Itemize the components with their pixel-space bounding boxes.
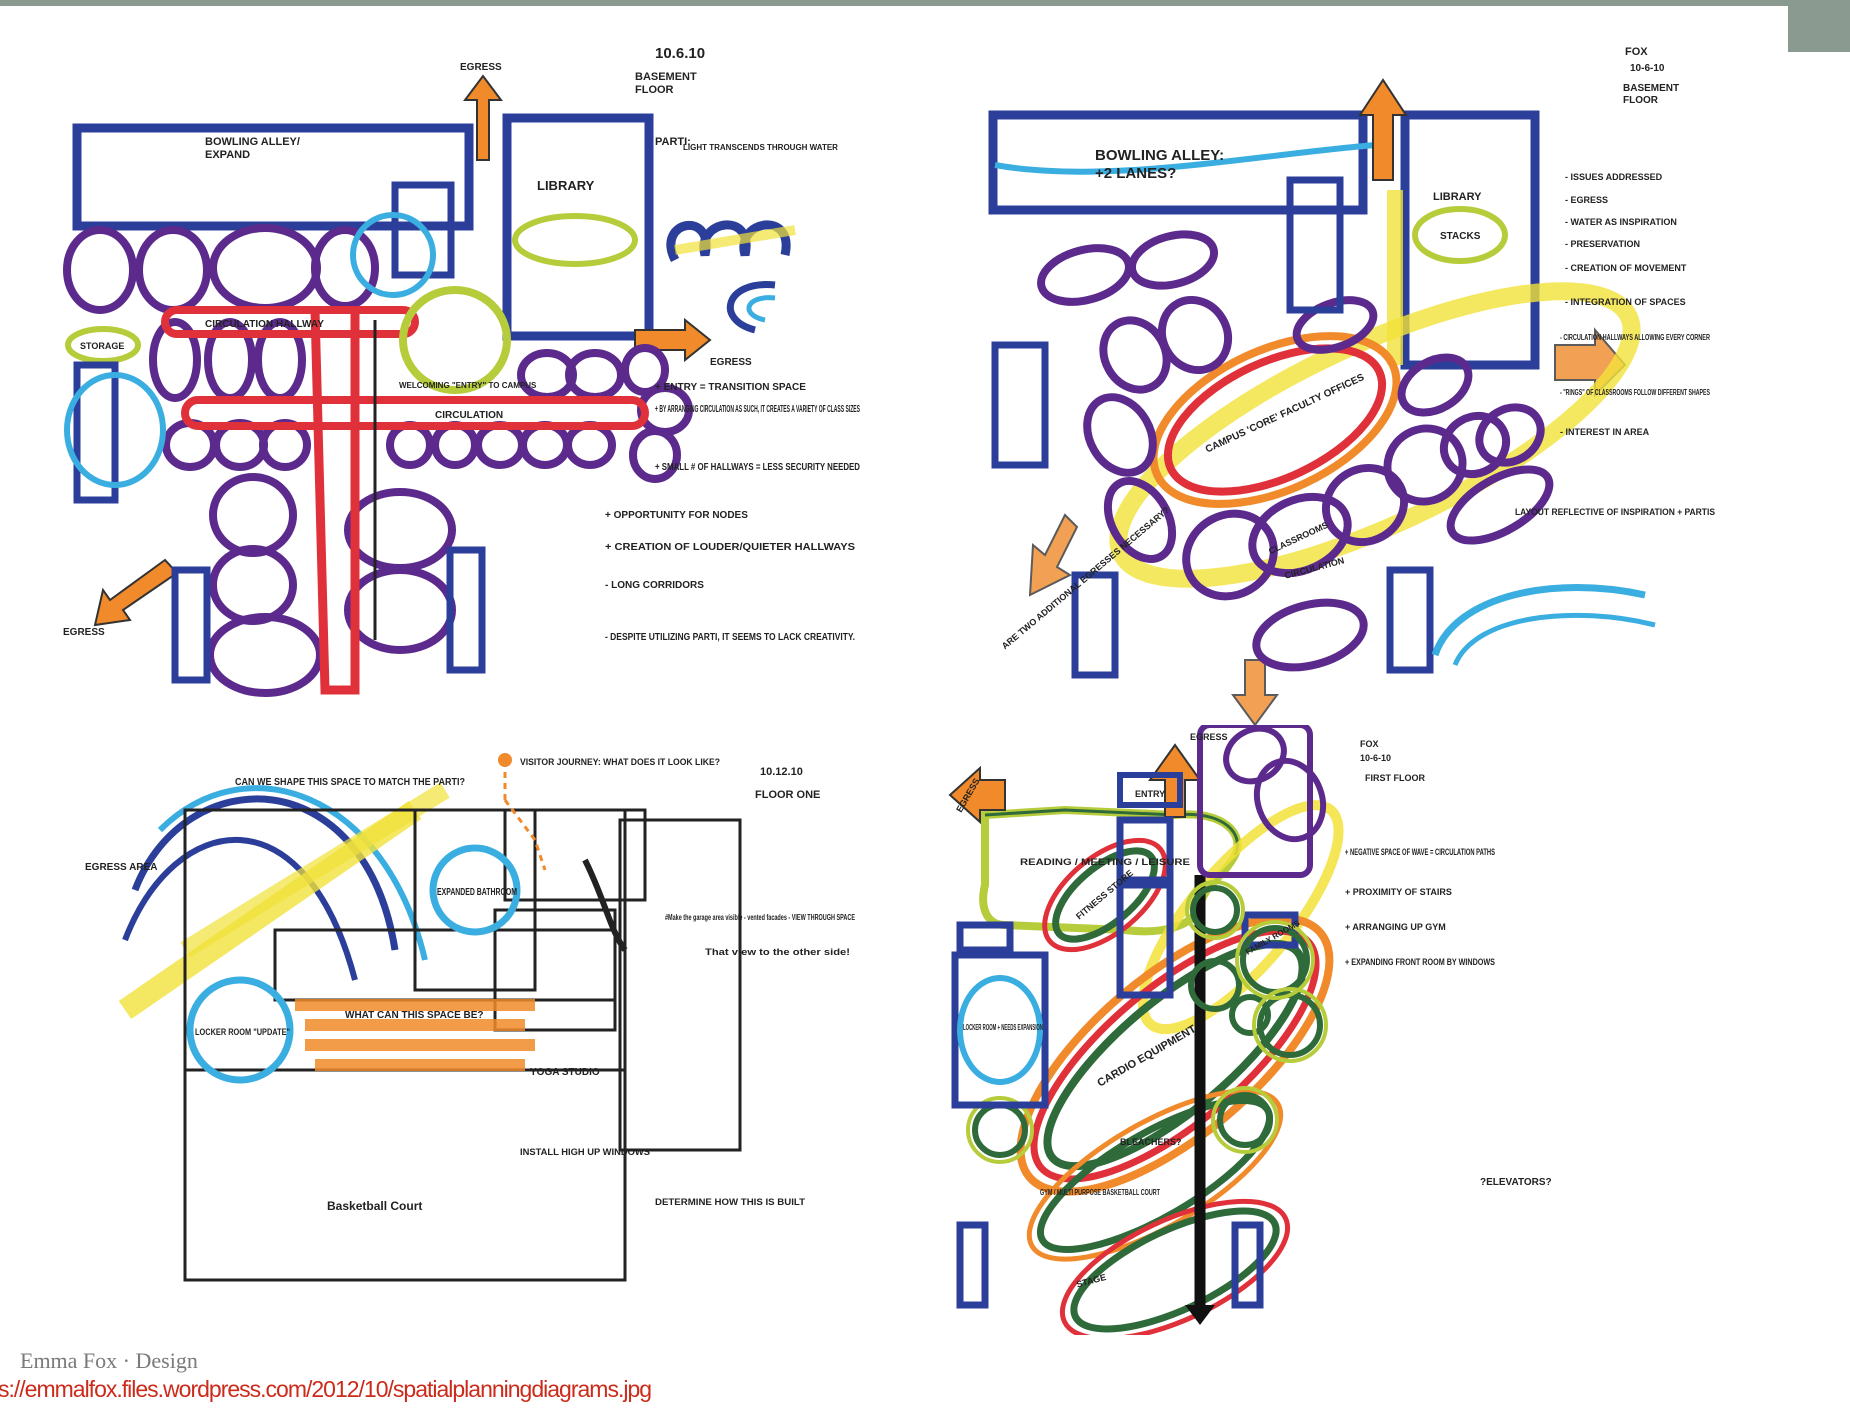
- sketch-first-floor-plan: FOX 10-6-10 FIRST FLOOR EGRESS EGRESS EN…: [945, 725, 1725, 1335]
- note-item: + ENTRY = TRANSITION SPACE: [655, 382, 806, 393]
- sheet-date: 10.6.10: [655, 45, 705, 62]
- credit-text: Emma Fox · Design: [20, 1348, 198, 1374]
- basketball-court-label: Basketball Court: [327, 1199, 422, 1213]
- storage-label: STORAGE: [80, 341, 124, 351]
- sheet-date: 10.12.10: [760, 766, 803, 778]
- sketch-floor-one-plan: 10.6.10 10.12.10 FLOOR ONE CAN WE SHAPE …: [65, 750, 860, 1315]
- sketch-basement-plan-a-svg: 10.6.10 BASEMENTFLOOR BOWLING ALLEY/EXPA…: [55, 40, 870, 710]
- note-item: - PRESERVATION: [1565, 239, 1640, 249]
- locker-room-label: LOCKER ROOM + NEEDS EXPANSION: [963, 1023, 1043, 1032]
- note-item: + BY ARRANGING CIRCULATION AS SUCH, IT C…: [655, 404, 860, 415]
- entry-label: ENTRY: [1135, 789, 1165, 799]
- note-item: + ARRANGING UP GYM: [1345, 922, 1446, 932]
- welcome-label: WELCOMING "ENTRY" TO CAMPUS: [399, 381, 537, 390]
- elevators-label: ?ELEVATORS?: [1480, 1177, 1552, 1188]
- egress-area-label: EGRESS AREA: [85, 862, 157, 873]
- library-label: LIBRARY: [537, 178, 595, 193]
- install-windows-label: INSTALL HIGH UP WINDOWS: [520, 1147, 650, 1157]
- note-item: + PROXIMITY OF STAIRS: [1345, 887, 1452, 897]
- note-item: - CREATION OF MOVEMENT: [1565, 263, 1687, 273]
- view-note-label: That view to the other side!: [705, 947, 850, 957]
- sketch-basement-plan-a: 10.6.10 BASEMENTFLOOR BOWLING ALLEY/EXPA…: [55, 40, 870, 710]
- circulation-label: CIRCULATION: [435, 410, 503, 421]
- note-item: - LONG CORRIDORS: [605, 580, 704, 591]
- yoga-studio-label: YOGA STUDIO: [530, 1067, 600, 1078]
- sheet-author: FOX: [1360, 739, 1379, 749]
- egress-right-label: EGRESS: [710, 357, 752, 368]
- sketch-basement-plan-b-svg: FOX 10-6-10 BASEMENTFLOOR BOWLING ALLEY:…: [955, 35, 1725, 725]
- note-item: - DESPITE UTILIZING PARTI, IT SEEMS TO L…: [605, 632, 855, 643]
- sheet-date: 10-6-10: [1360, 753, 1391, 763]
- sketch-first-floor-plan-svg: FOX 10-6-10 FIRST FLOOR EGRESS EGRESS EN…: [945, 725, 1725, 1335]
- parti-question-label: CAN WE SHAPE THIS SPACE TO MATCH THE PAR…: [235, 777, 465, 788]
- note-item: + CREATION OF LOUDER/QUIETER HALLWAYS: [605, 542, 855, 553]
- sheet-author: FOX: [1625, 46, 1648, 58]
- gym-label: GYM / MULTI PURPOSE BASKETBALL COURT: [1040, 1188, 1160, 1197]
- garage-note-label: #Make the garage area visible - vented f…: [665, 913, 855, 922]
- reading-label: READING / MEETING / LEISURE: [1020, 857, 1190, 867]
- note-item: + OPPORTUNITY FOR NODES: [605, 510, 748, 521]
- note-item: + NEGATIVE SPACE OF WAVE = CIRCULATION P…: [1345, 847, 1495, 857]
- visitor-journey-label: VISITOR JOURNEY: WHAT DOES IT LOOK LIKE?: [520, 757, 720, 767]
- circulation-hallway-label: CIRCULATION HALLWAY: [205, 319, 324, 330]
- note-item: - EGRESS: [1565, 195, 1608, 205]
- parti-note-label: LIGHT TRANSCENDS THROUGH WATER: [683, 143, 838, 152]
- determine-label: DETERMINE HOW THIS IS BUILT: [655, 1197, 806, 1207]
- note-item: - INTEGRATION OF SPACES: [1565, 297, 1686, 307]
- sketch-floor-one-plan-svg: 10.6.10 10.12.10 FLOOR ONE CAN WE SHAPE …: [65, 750, 860, 1315]
- what-can-label: WHAT CAN THIS SPACE BE?: [345, 1010, 484, 1021]
- locker-room-label: LOCKER ROOM "UPDATE": [195, 1027, 290, 1037]
- egress-top-label: EGRESS: [460, 62, 502, 73]
- note-item: + EXPANDING FRONT ROOM BY WINDOWS: [1345, 957, 1495, 967]
- source-url-link[interactable]: s://emmalfox.files.wordpress.com/2012/10…: [0, 1376, 651, 1403]
- note-item: - "RINGS" OF CLASSROOMS FOLLOW DIFFERENT…: [1560, 388, 1710, 397]
- expanded-bathroom-label: EXPANDED BATHROOM: [437, 887, 517, 898]
- note-item: + SMALL # OF HALLWAYS = LESS SECURITY NE…: [655, 462, 860, 473]
- note-item: - ISSUES ADDRESSED: [1565, 172, 1663, 182]
- bleachers-label: BLEACHERS?: [1120, 1137, 1182, 1147]
- top-border-bar: [0, 0, 1850, 6]
- corner-tab: [1788, 0, 1850, 52]
- sketch-basement-plan-b: FOX 10-6-10 BASEMENTFLOOR BOWLING ALLEY:…: [955, 35, 1725, 725]
- egress-top-label: EGRESS: [1190, 732, 1228, 742]
- library-label: LIBRARY: [1433, 191, 1482, 203]
- note-item: - INTEREST IN AREA: [1560, 427, 1650, 437]
- note-item: - CIRCULATION HALLWAYS ALLOWING EVERY CO…: [1560, 333, 1710, 342]
- sheet-floor-label: FLOOR ONE: [755, 789, 820, 801]
- stacks-label: STACKS: [1440, 231, 1481, 242]
- note-item: - WATER AS INSPIRATION: [1565, 217, 1677, 227]
- egress-left-label: EGRESS: [63, 627, 105, 638]
- note-item: LAYOUT REFLECTIVE OF INSPIRATION + PARTI…: [1515, 507, 1715, 517]
- sheet-date: 10-6-10: [1630, 63, 1665, 74]
- sheet-floor-label: FIRST FLOOR: [1365, 773, 1425, 783]
